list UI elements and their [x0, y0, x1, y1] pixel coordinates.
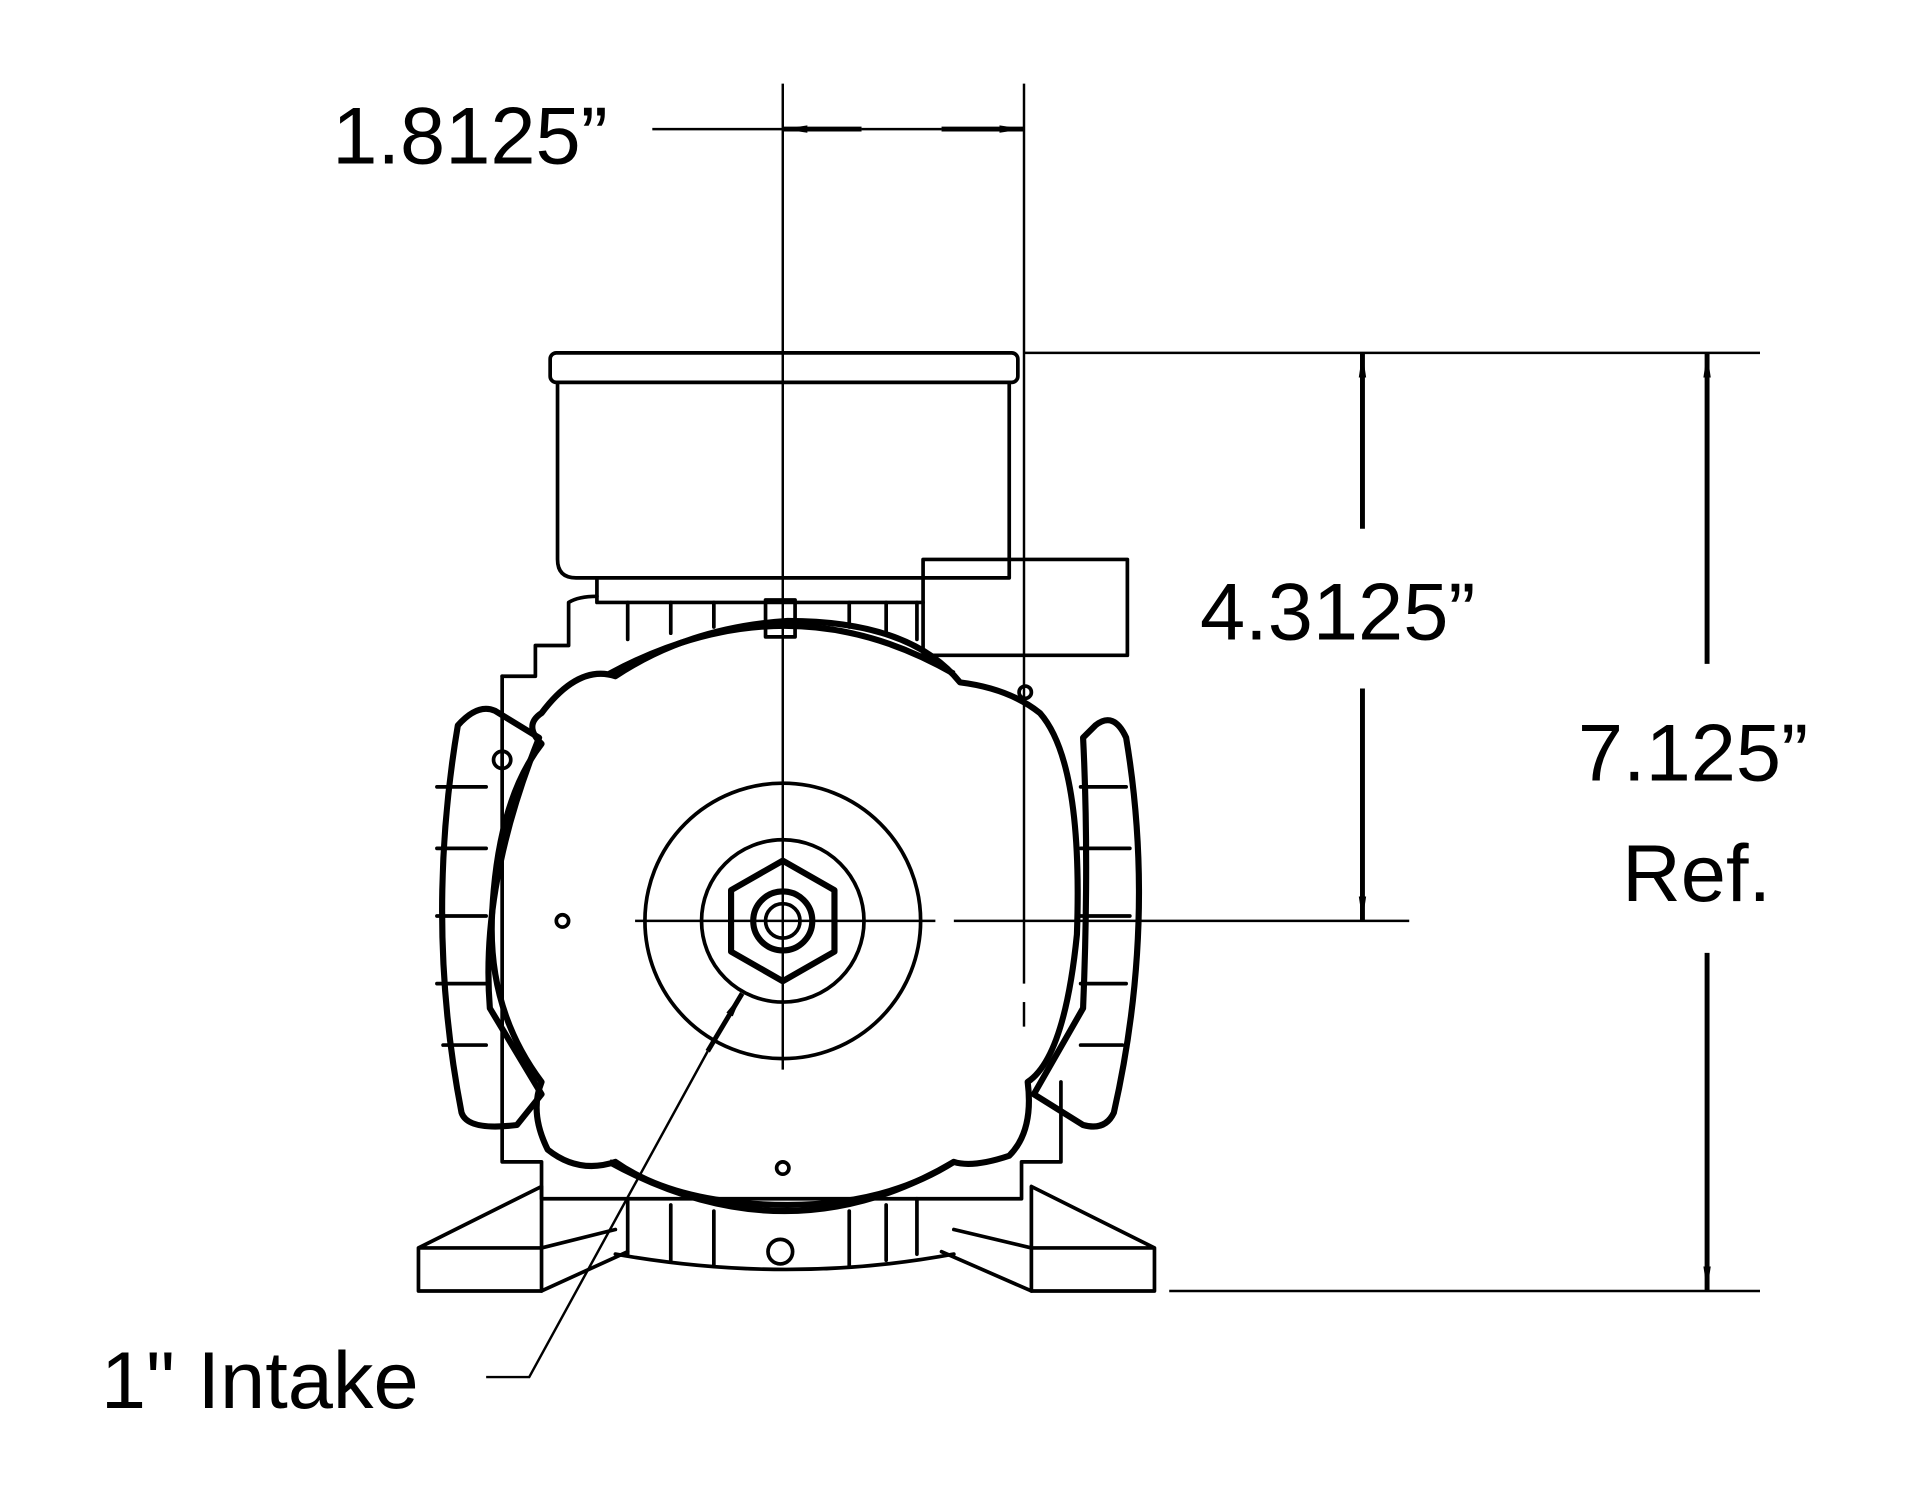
centerlines [635, 83, 1410, 1070]
fins-top [625, 598, 919, 642]
mounting-feet [416, 1184, 1157, 1293]
terminal-box [548, 351, 1130, 658]
overall-height-label: 7.125” [1578, 709, 1808, 799]
fins-side [435, 785, 1132, 1047]
motor-housing [435, 594, 1143, 1269]
dimension-shaft-offset: 1.8125” [332, 92, 1024, 182]
overall-height-note: Ref. [1622, 829, 1771, 919]
dimension-center-height: 4.3125” [1024, 351, 1760, 921]
intake-callout: 1" Intake [101, 992, 745, 1426]
fins-bottom [625, 1196, 919, 1269]
shaft-offset-label: 1.8125” [332, 92, 607, 182]
dimension-overall-height: 7.125” Ref. [1169, 352, 1808, 1293]
center-height-label: 4.3125” [1200, 567, 1475, 657]
intake-label: 1" Intake [101, 1336, 419, 1426]
